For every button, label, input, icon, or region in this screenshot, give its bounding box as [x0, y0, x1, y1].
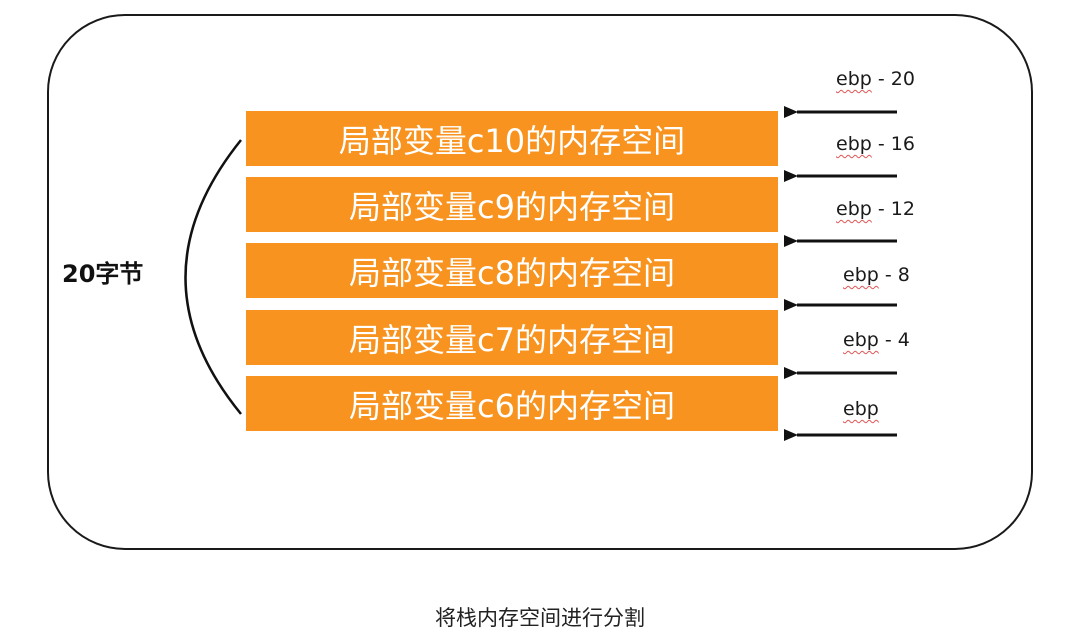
offset-label-ebp-8: ebp - 8: [843, 264, 910, 286]
size-label: 20字节: [62, 260, 144, 288]
offset-value: - 8: [878, 264, 910, 286]
size-brace-arc: [184, 139, 242, 415]
offset-value: - 4: [878, 329, 910, 351]
block-label: 局部变量c10的内存空间: [338, 121, 686, 160]
stack-block-c9: 局部变量c9的内存空间: [246, 177, 778, 232]
figure-caption: 将栈内存空间进行分割: [435, 606, 645, 630]
stack-block-c10: 局部变量c10的内存空间: [246, 111, 778, 166]
block-label: 局部变量c8的内存空间: [349, 253, 675, 292]
offset-label-ebp: ebp: [843, 398, 879, 420]
offset-label-ebp-4: ebp - 4: [843, 329, 910, 351]
offset-reg: ebp: [836, 68, 872, 90]
offset-reg: ebp: [836, 133, 872, 155]
stack-block-c8: 局部变量c8的内存空间: [246, 243, 778, 298]
block-label: 局部变量c6的内存空间: [349, 386, 675, 425]
stack-block-c7: 局部变量c7的内存空间: [246, 310, 778, 365]
offset-label-ebp-16: ebp - 16: [836, 133, 915, 155]
offset-reg: ebp: [836, 198, 872, 220]
offset-value: - 12: [871, 198, 915, 220]
offset-value: - 16: [871, 133, 915, 155]
offset-reg: ebp: [843, 329, 879, 351]
offset-reg: ebp: [843, 398, 879, 420]
block-label: 局部变量c9的内存空间: [349, 187, 675, 226]
offset-label-ebp-20: ebp - 20: [836, 68, 915, 90]
offset-reg: ebp: [843, 264, 879, 286]
offset-value: - 20: [871, 68, 915, 90]
block-label: 局部变量c7的内存空间: [349, 320, 675, 359]
stack-frame-border: [47, 14, 1033, 550]
offset-label-ebp-12: ebp - 12: [836, 198, 915, 220]
stack-block-c6: 局部变量c6的内存空间: [246, 376, 778, 431]
